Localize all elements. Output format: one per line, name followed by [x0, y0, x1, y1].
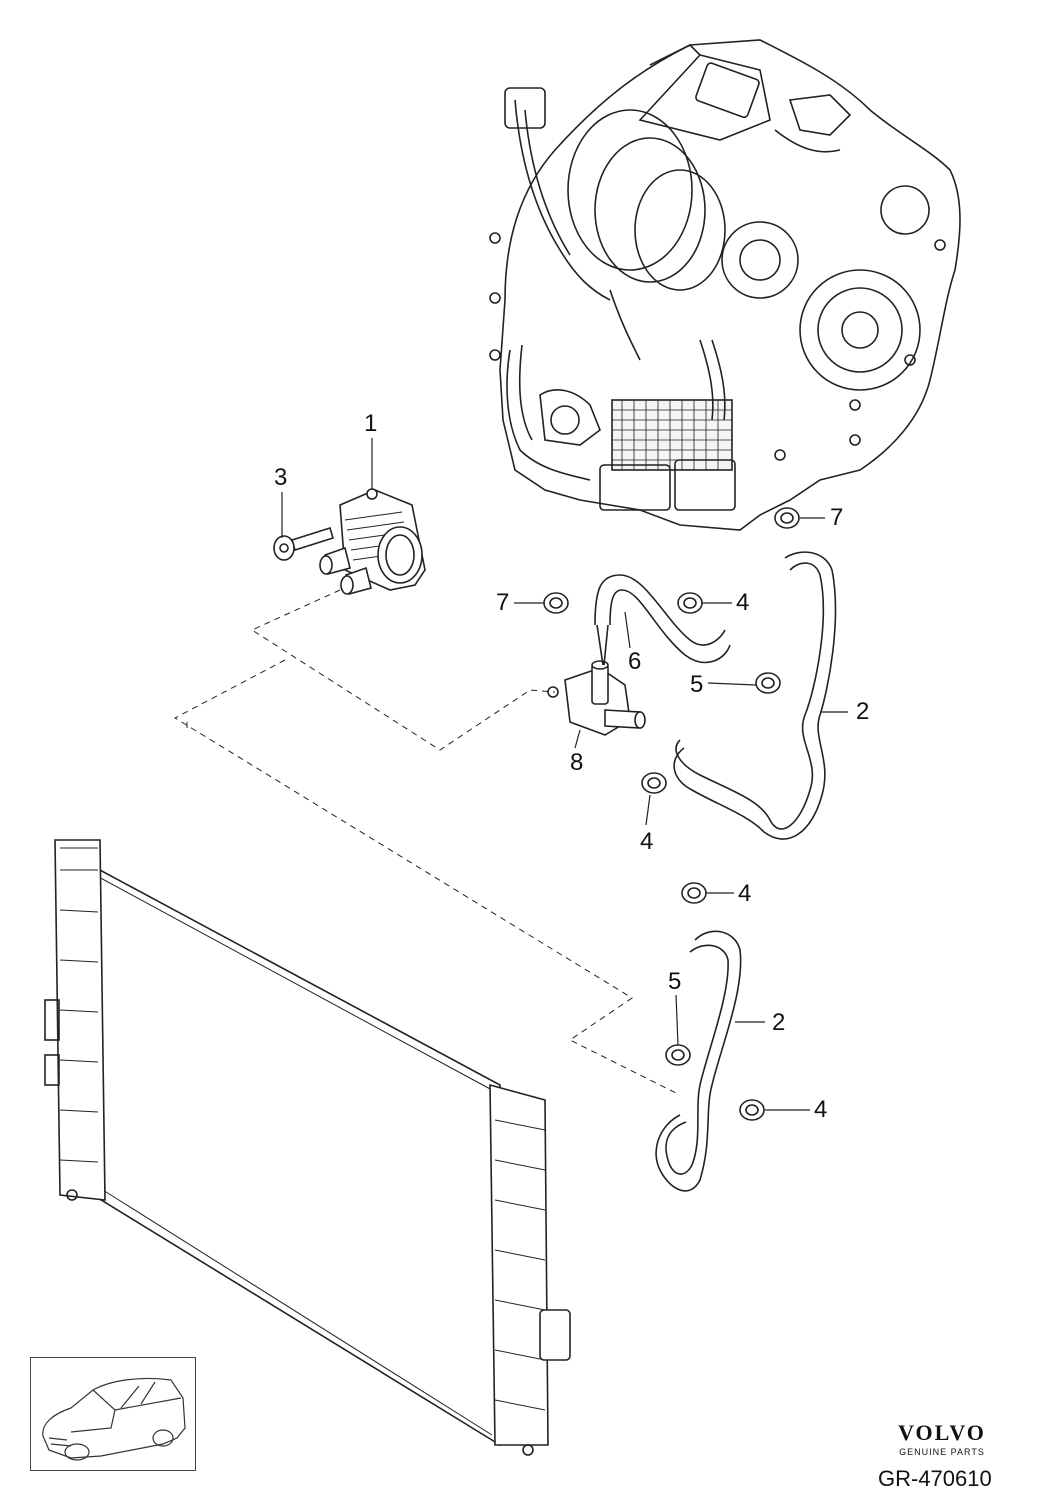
reference-lines [173, 589, 681, 1096]
clamp-part-7-upper [774, 507, 800, 529]
callout-part-4-upper: 4 [736, 589, 750, 616]
callout-part-3: 3 [274, 464, 288, 491]
vehicle-thumbnail [30, 1357, 196, 1471]
bolt-part-3 [273, 526, 334, 561]
leader-lines [281, 438, 848, 1111]
callout-part-7-upper: 7 [830, 504, 844, 531]
callout-part-7-left: 7 [496, 589, 510, 616]
brand-name: VOLVO [898, 1420, 986, 1445]
clamp-part-4-upper [677, 592, 703, 614]
brand-subtitle: GENUINE PARTS [899, 1447, 985, 1457]
car-outline-icon [42, 1377, 186, 1461]
clamp-part-5-upper [755, 672, 781, 694]
callout-part-4-lower-top: 4 [738, 880, 752, 907]
callout-part-4-middle: 4 [640, 828, 654, 855]
radiator [44, 839, 571, 1456]
transmission-assembly [489, 39, 961, 531]
callout-part-5-lower: 5 [668, 968, 682, 995]
clamp-part-4-middle [641, 772, 667, 794]
brand-logo: VOLVO GENUINE PARTS [862, 1420, 1022, 1457]
diagram-reference: GR-470610 [878, 1466, 992, 1491]
hose-part-2-lower [655, 930, 742, 1192]
callout-part-2-lower: 2 [772, 1009, 786, 1036]
clamp-part-4-lower-bottom [739, 1099, 765, 1121]
callout-part-4-lower-bottom: 4 [814, 1096, 828, 1123]
callout-part-2-upper: 2 [856, 698, 870, 725]
oil-cooler-part-1 [319, 488, 426, 596]
callout-part-6: 6 [628, 648, 642, 675]
hose-part-6 [594, 574, 731, 666]
hose-part-2-upper [673, 551, 837, 840]
callout-part-5-upper: 5 [690, 671, 704, 698]
clamp-part-5-lower [665, 1044, 691, 1066]
callout-part-1: 1 [364, 410, 378, 437]
clamp-part-4-lower-top [681, 882, 707, 904]
callout-part-8: 8 [570, 749, 584, 776]
clamp-part-7-left [543, 592, 569, 614]
